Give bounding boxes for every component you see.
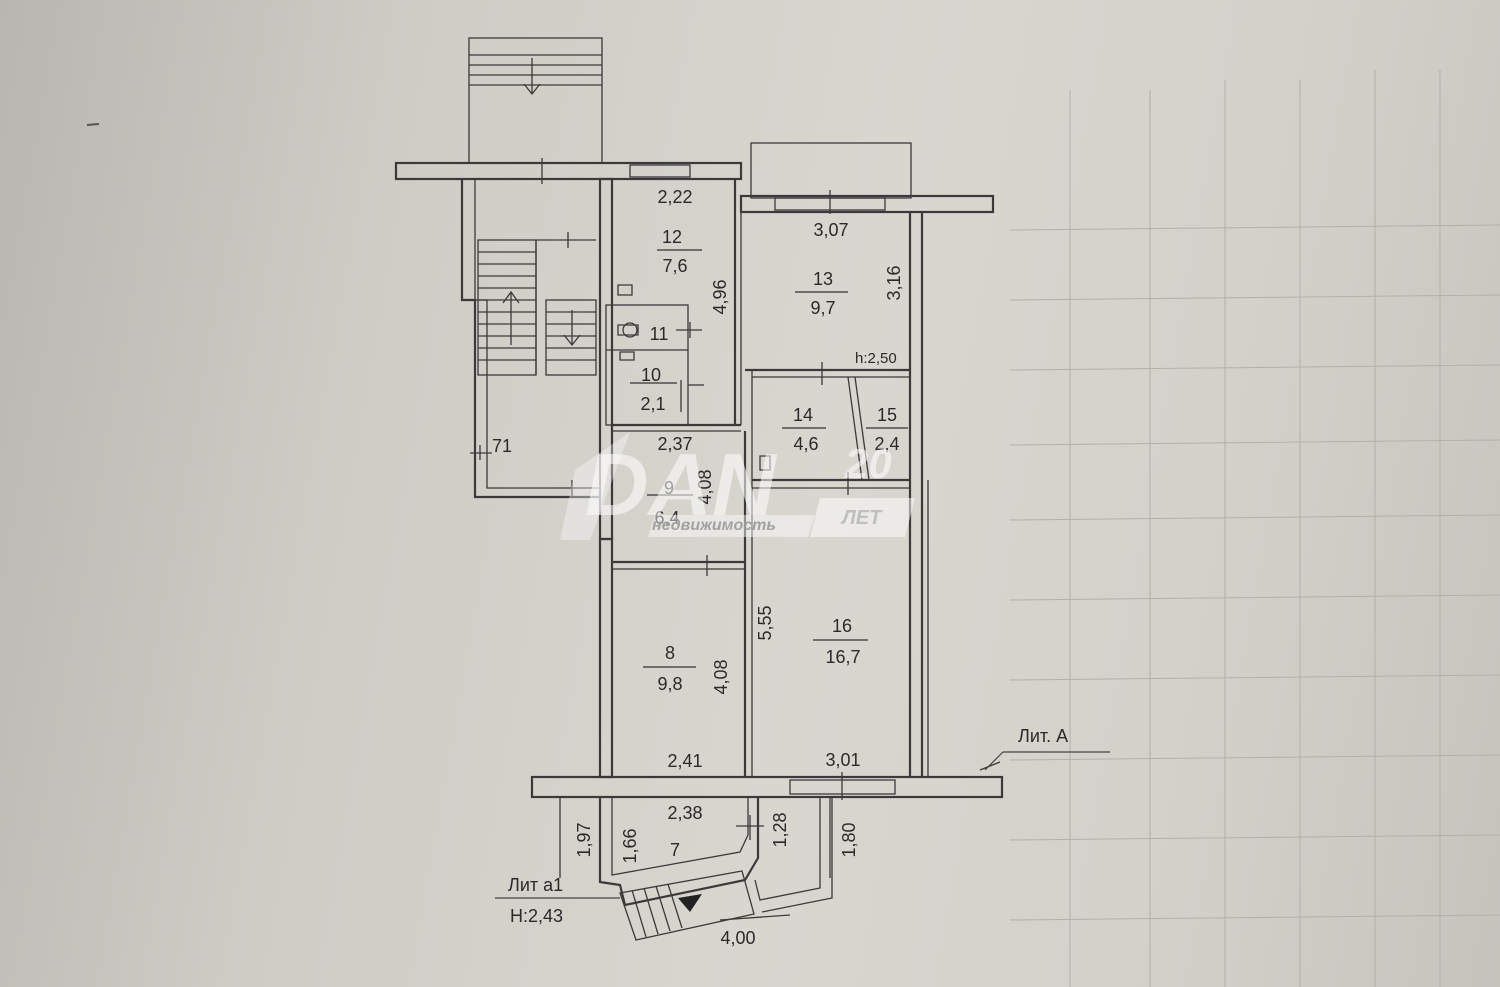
dim-2-37: 2,37 [657,434,692,454]
lit-a-leader [984,751,1004,771]
room-10-area: 2,1 [640,394,665,414]
room-9-number: 9 [664,478,674,498]
dim-5-55: 5,55 [755,605,775,640]
lit-a-label: Лит. А [1018,726,1068,746]
room-14-area: 4,6 [793,434,818,454]
watermark-logo: DAN 20 недвижимость ЛЕТ [560,432,915,540]
dim-1-66: 1,66 [620,828,640,863]
fraction-lines [630,249,908,668]
room-9-area: 6,4 [654,508,679,528]
dim-1-80: 1,80 [839,822,859,857]
dim-4-08-lower: 4,08 [711,659,731,694]
room-16-number: 16 [832,616,852,636]
dim-2-22: 2,22 [657,187,692,207]
dim-4-96: 4,96 [710,279,730,314]
room-8-number: 8 [665,643,675,663]
room-12-number: 12 [662,227,682,247]
walls [394,37,1004,941]
watermark-years: ЛЕТ [840,507,883,529]
dim-4-08-upper: 4,08 [695,469,715,504]
room-15-number: 15 [877,405,897,425]
dim-4-00: 4,00 [720,928,755,948]
dim-3-07: 3,07 [813,220,848,240]
room-15-area: 2,4 [874,434,899,454]
dim-2-41: 2,41 [667,751,702,771]
room-13-number: 13 [813,269,833,289]
watermark-number: 20 [844,440,892,487]
dim-3-01: 3,01 [825,750,860,770]
dim-71: 71 [492,436,512,456]
room-10-number: 10 [641,365,661,385]
room-16-area: 16,7 [825,647,860,667]
dim-3-16: 3,16 [884,265,904,300]
height-main-label: h:2,50 [855,350,897,367]
room-13-area: 9,7 [810,298,835,318]
room-11-number: 11 [650,324,669,344]
paper-grid [1009,70,1500,987]
room-labels: 12 7,6 13 9,7 11 10 2,1 14 4,6 15 2,4 9 … [640,227,899,860]
stray-mark [86,123,100,126]
height-a1-label: Н:2,43 [510,906,563,926]
dim-1-97: 1,97 [574,822,594,857]
dimension-labels: 2,22 4,96 3,07 3,16 2,37 4,08 4,08 5,55 … [492,187,904,948]
room-14-number: 14 [793,405,813,425]
room-8-area: 9,8 [657,674,682,694]
watermark-subtitle: недвижимость [652,517,776,534]
room-7-number: 7 [670,840,680,860]
room-12-area: 7,6 [662,256,687,276]
watermark-dan: DAN [585,435,778,534]
dim-1-28: 1,28 [770,812,790,847]
lit-a1-label: Лит а1 [508,875,563,895]
dim-2-38: 2,38 [667,803,702,823]
